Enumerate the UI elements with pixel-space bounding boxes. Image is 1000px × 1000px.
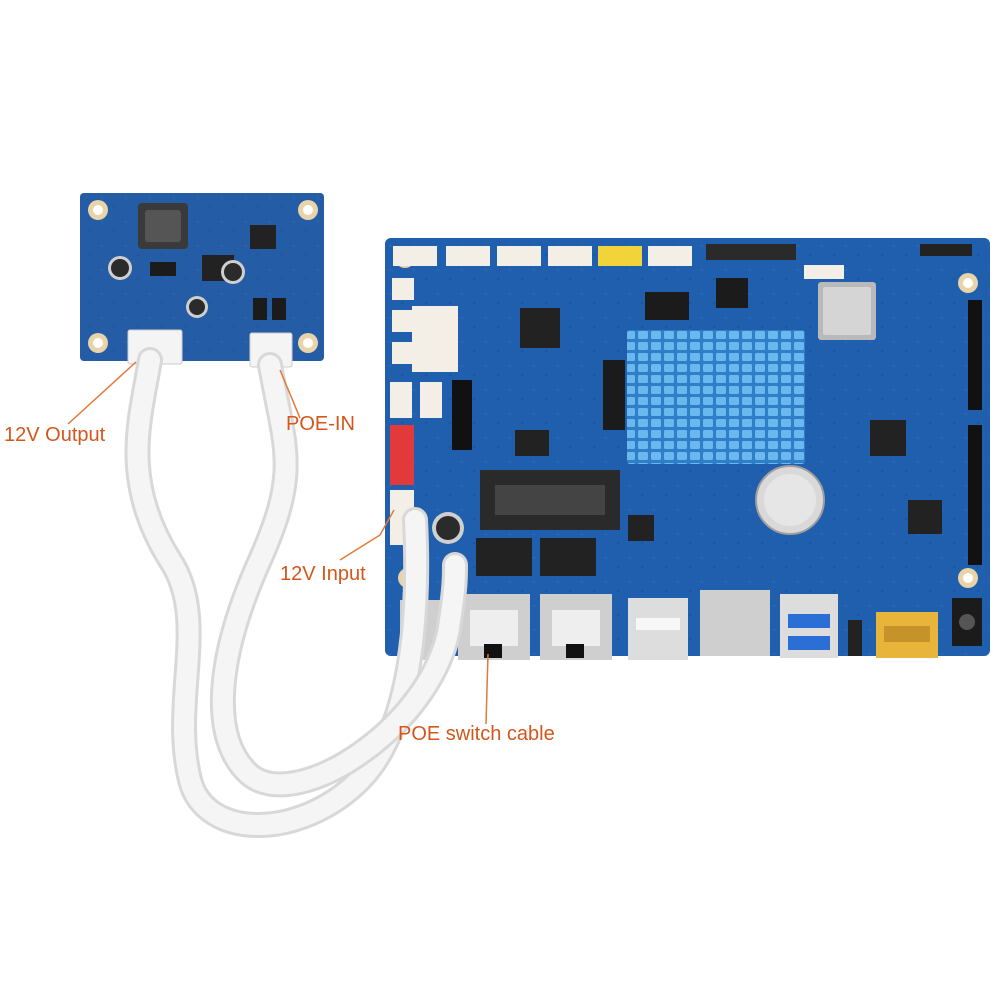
leader-poe-in [279, 369, 301, 419]
main-board [385, 238, 990, 660]
label-12v-input: 12V Input [280, 563, 366, 585]
poe-module-board [80, 193, 324, 368]
leader-12v-input [339, 509, 395, 561]
heatsink [627, 330, 805, 464]
ribbon-cables [124, 347, 468, 838]
leader-poe-switch-cable [485, 653, 489, 725]
label-poe-switch-cable: POE switch cable [398, 723, 555, 745]
label-poe-in: POE-IN [286, 413, 355, 435]
leader-12v-output [67, 361, 137, 425]
leader-lines [67, 361, 489, 725]
label-12v-output: 12V Output [4, 424, 106, 446]
